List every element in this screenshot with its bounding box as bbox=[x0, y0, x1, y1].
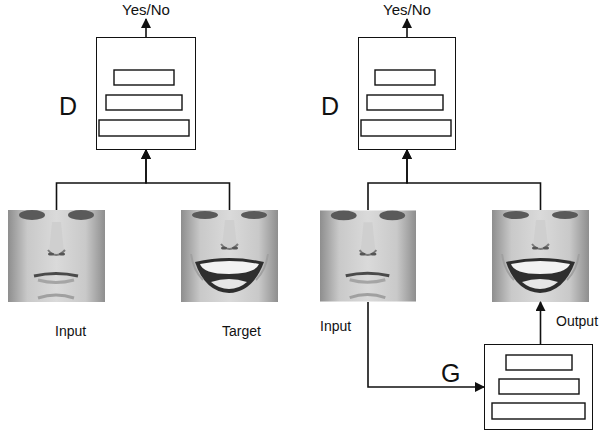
image-caption: Input bbox=[320, 319, 351, 333]
network-letter: D bbox=[59, 94, 77, 119]
image-caption: Input bbox=[55, 324, 86, 338]
image-caption: Output bbox=[556, 314, 598, 328]
discriminator-box: D bbox=[96, 37, 196, 150]
face-image: Output bbox=[492, 210, 589, 302]
output-label: Yes/No bbox=[121, 2, 171, 17]
image-caption: Target bbox=[222, 324, 261, 338]
generator-box: G bbox=[484, 344, 593, 430]
output-label: Yes/No bbox=[382, 2, 432, 17]
data-flow-arrow bbox=[407, 150, 541, 210]
face-image: Input bbox=[320, 210, 416, 302]
data-flow-arrow bbox=[368, 302, 484, 387]
data-flow-arrow bbox=[146, 150, 230, 210]
discriminator-box: D bbox=[358, 37, 456, 150]
data-flow-arrow bbox=[57, 150, 147, 210]
face-images bbox=[8, 210, 589, 302]
network-letter: G bbox=[441, 361, 460, 386]
face-image: Target bbox=[181, 210, 278, 302]
output-arrows bbox=[146, 19, 407, 37]
data-flow-arrow bbox=[368, 150, 407, 210]
data-flow-arrow bbox=[540, 302, 542, 344]
face-image: Input bbox=[8, 210, 105, 302]
network-letter: D bbox=[321, 94, 339, 119]
